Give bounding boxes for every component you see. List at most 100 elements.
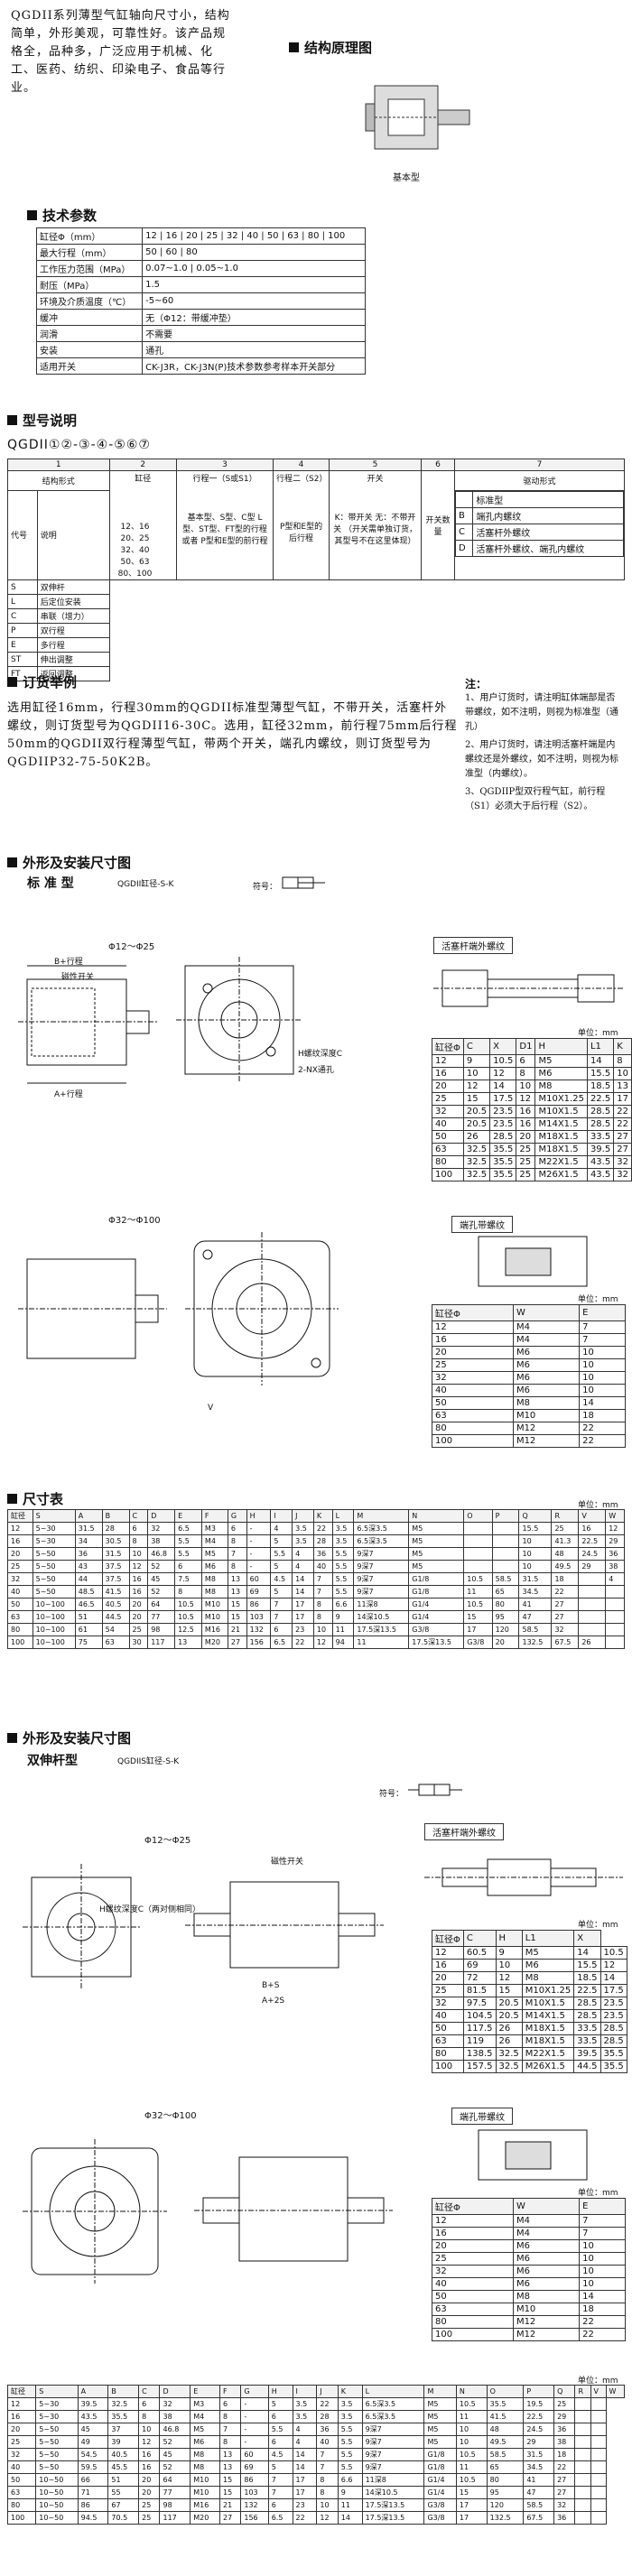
dims-cell: 36 bbox=[74, 1547, 103, 1561]
dims2-cell: M16 bbox=[190, 2498, 220, 2512]
h-rod: 驱动形式 bbox=[454, 470, 625, 491]
dims2-cell: 29 bbox=[523, 2435, 555, 2449]
dims-head-cell: I bbox=[270, 1509, 293, 1523]
dbl-rod-title: 活塞杆端外螺纹 bbox=[424, 1823, 504, 1840]
dims2-head-cell: C bbox=[138, 2385, 161, 2398]
dims-cell: 32 bbox=[147, 1522, 176, 1535]
dims-cell bbox=[578, 1585, 607, 1598]
dims2-cell: 94.5 bbox=[77, 2511, 109, 2525]
dbl-rod-cell: 40 bbox=[432, 2009, 464, 2023]
std-rod-cell: M10X1.5 bbox=[534, 1105, 588, 1118]
dims2-cell: 10 bbox=[455, 2435, 488, 2449]
dims-cell: 17.5深13.5 bbox=[408, 1635, 465, 1649]
model-type-desc: 双伸杆 bbox=[36, 579, 110, 595]
dims-cell: 14 bbox=[292, 1585, 314, 1598]
dims2-cell: 15 bbox=[218, 2486, 242, 2499]
rod-type-desc: 端孔内螺纹 bbox=[472, 506, 624, 524]
dims2-cell bbox=[574, 2410, 591, 2423]
dims2-cell: 39.5 bbox=[77, 2397, 109, 2411]
rod-type-code: B bbox=[455, 506, 474, 524]
dbl-hole-title: 端孔带螺纹 bbox=[451, 2108, 513, 2125]
dbl-rod-cell: 14 bbox=[573, 1946, 601, 1960]
rod-type-code bbox=[455, 490, 474, 508]
dbl-rod-cell: 60.5 bbox=[462, 1946, 497, 1960]
dims2-cell: 25 bbox=[138, 2511, 161, 2525]
dims2-cell: 6.5 bbox=[267, 2511, 293, 2525]
dims2-cell: 8 bbox=[316, 2473, 339, 2487]
dims2-cell bbox=[590, 2410, 607, 2423]
dims2-cell: 16 bbox=[138, 2460, 161, 2474]
dims-cell: 30 bbox=[128, 1635, 149, 1649]
dims2-cell: 103 bbox=[240, 2486, 269, 2499]
dims2-cell: 10~50 bbox=[35, 2473, 79, 2487]
dims2-cell: 11 bbox=[455, 2460, 488, 2474]
dims-cell: 5 bbox=[270, 1560, 293, 1573]
dims-cell: 17 bbox=[292, 1610, 314, 1624]
dims-cell: - bbox=[246, 1560, 272, 1573]
dims-cell: 10~100 bbox=[32, 1623, 76, 1636]
section-square-icon bbox=[7, 415, 17, 425]
model-title: 型号说明 bbox=[23, 412, 78, 429]
dims-cell bbox=[491, 1560, 520, 1573]
dims-head-cell: Q bbox=[518, 1509, 553, 1523]
dims-cell: 14 bbox=[292, 1572, 314, 1586]
dims2-cell: 20 bbox=[138, 2486, 161, 2499]
std-switch-label: 磁性开关 bbox=[61, 973, 95, 982]
dims-cell: 11 bbox=[331, 1623, 355, 1636]
dims2-cell: 43.5 bbox=[77, 2410, 109, 2423]
dims-cell: 5.5 bbox=[331, 1572, 355, 1586]
dims2-cell: - bbox=[240, 2397, 269, 2411]
col-4: 4 bbox=[273, 459, 330, 471]
dims-cell: 13 bbox=[174, 1635, 202, 1649]
dims-cell bbox=[463, 1560, 493, 1573]
dbl-rod-cell: 119 bbox=[462, 2034, 497, 2048]
dims-cell: M20 bbox=[200, 1635, 228, 1649]
dims-cell: 12.5 bbox=[174, 1623, 202, 1636]
dims-cell: 4 bbox=[292, 1560, 314, 1573]
dims-cell: 20 bbox=[491, 1635, 520, 1649]
dbl-rod-cell: M6 bbox=[521, 1959, 575, 1972]
std-rod-cell: 35.5 bbox=[489, 1143, 517, 1156]
std-drawing-large bbox=[18, 1232, 339, 1385]
dims2-cell: 36 bbox=[553, 2511, 576, 2525]
dbl-hole-cell: 10 bbox=[579, 2252, 626, 2266]
dbl-rod-cell: 14 bbox=[599, 1971, 627, 1985]
dbl-hole-cell: 25 bbox=[432, 2252, 514, 2266]
col-3: 3 bbox=[176, 459, 274, 471]
dims-cell: 10.5 bbox=[174, 1610, 202, 1624]
dims2-cell: 51 bbox=[107, 2473, 140, 2487]
h-bore: 缸径 12、16 20、25 32、40 50、63 80、100 bbox=[108, 470, 178, 580]
dims-cell bbox=[463, 1522, 493, 1535]
tech-key: 安装 bbox=[35, 341, 144, 358]
dims2-cell: 50 bbox=[6, 2473, 37, 2487]
tech-row: 缸径Φ（mm）12 | 16 | 20 | 25 | 32 | 40 | 50 … bbox=[35, 227, 366, 245]
dbl-hole-cell: M12 bbox=[512, 2315, 581, 2329]
dims2-cell: 17.5深13.5 bbox=[361, 2511, 425, 2525]
dims-cell: 58.5 bbox=[491, 1572, 520, 1586]
std-rod-cell: 25 bbox=[516, 1168, 536, 1181]
dims-cell: 34 bbox=[74, 1534, 103, 1548]
dims-cell: G1/8 bbox=[408, 1572, 465, 1586]
dims-cell: 41.5 bbox=[101, 1585, 130, 1598]
dims2-head-cell: J bbox=[316, 2385, 339, 2398]
dims-cell: 20 bbox=[128, 1598, 149, 1611]
dims-cell bbox=[578, 1598, 607, 1611]
dims2-cell bbox=[590, 2435, 607, 2449]
dims2-cell: 16 bbox=[6, 2410, 37, 2423]
dims-cell: 16 bbox=[128, 1585, 149, 1598]
dims2-cell: G1/4 bbox=[423, 2473, 457, 2487]
dims-cell: 94 bbox=[331, 1635, 355, 1649]
dims2-cell: M8 bbox=[190, 2448, 220, 2461]
dims-cell: 40.5 bbox=[101, 1598, 130, 1611]
dims2-cell: 10 bbox=[138, 2423, 161, 2436]
dbl-rod-cell: M10X1.25 bbox=[521, 1984, 575, 1997]
dims-cell: 27 bbox=[227, 1635, 247, 1649]
dims2-cell: 24.5 bbox=[523, 2423, 555, 2436]
dims-cell: 17 bbox=[292, 1598, 314, 1611]
